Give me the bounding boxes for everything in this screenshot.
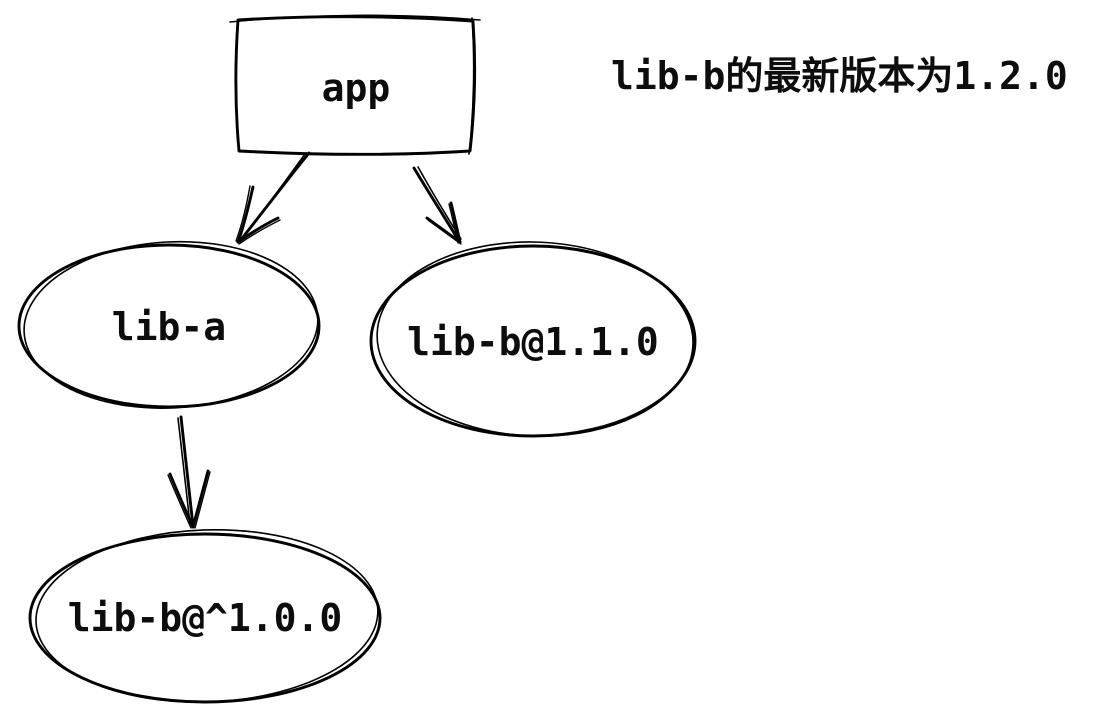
arrowhead-barb — [168, 472, 195, 529]
node-lib-b-1-1-0: lib-b@1.1.0 — [369, 241, 697, 438]
node-app-label: app — [322, 66, 391, 110]
node-lib-a-label: lib-a — [112, 305, 226, 349]
lib-b-caret-1-0-0-ellipse-overdraw — [35, 528, 379, 703]
arrowhead-barb — [449, 201, 462, 244]
edge-shaft — [412, 166, 461, 243]
edge-shaft-overdraw — [241, 153, 306, 240]
arrowhead-barb-overdraw — [194, 471, 211, 529]
arrowhead-barb — [191, 469, 210, 529]
lib-a-ellipse — [17, 243, 321, 409]
annotation-text: lib-b的最新版本为1.2.0 — [611, 54, 1068, 98]
arrowhead-barb-overdraw — [235, 185, 251, 242]
lib-b-1-1-0-ellipse-overdraw — [376, 241, 694, 437]
node-lib-b-caret-1-0-0-label: lib-b@^1.0.0 — [68, 596, 343, 640]
arrowhead-barb — [425, 216, 462, 244]
lib-a-ellipse-overdraw — [23, 240, 319, 409]
arrowhead-barb-overdraw — [238, 219, 281, 245]
edge-shaft — [179, 415, 195, 528]
edge-shaft-overdraw — [177, 417, 191, 525]
node-lib-b-1-1-0-label: lib-b@1.1.0 — [407, 320, 659, 364]
edge-app-to-lib-a — [235, 151, 311, 245]
arrowhead-barb — [236, 185, 255, 244]
node-lib-a: lib-a — [17, 240, 321, 409]
app-rectangle-overdraw-top — [229, 14, 481, 23]
node-lib-b-caret-1-0-0: lib-b@^1.0.0 — [28, 528, 382, 704]
edge-app-to-lib-b-1-1-0 — [412, 166, 462, 245]
edge-lib-a-to-lib-b-caret-1-0-0 — [167, 415, 211, 529]
app-rectangle-overdraw-right — [468, 17, 475, 155]
arrowhead-barb-overdraw — [167, 474, 192, 529]
arrowhead-barb-overdraw — [427, 219, 462, 245]
node-app: app — [229, 14, 481, 156]
arrowhead-barb — [236, 216, 280, 244]
